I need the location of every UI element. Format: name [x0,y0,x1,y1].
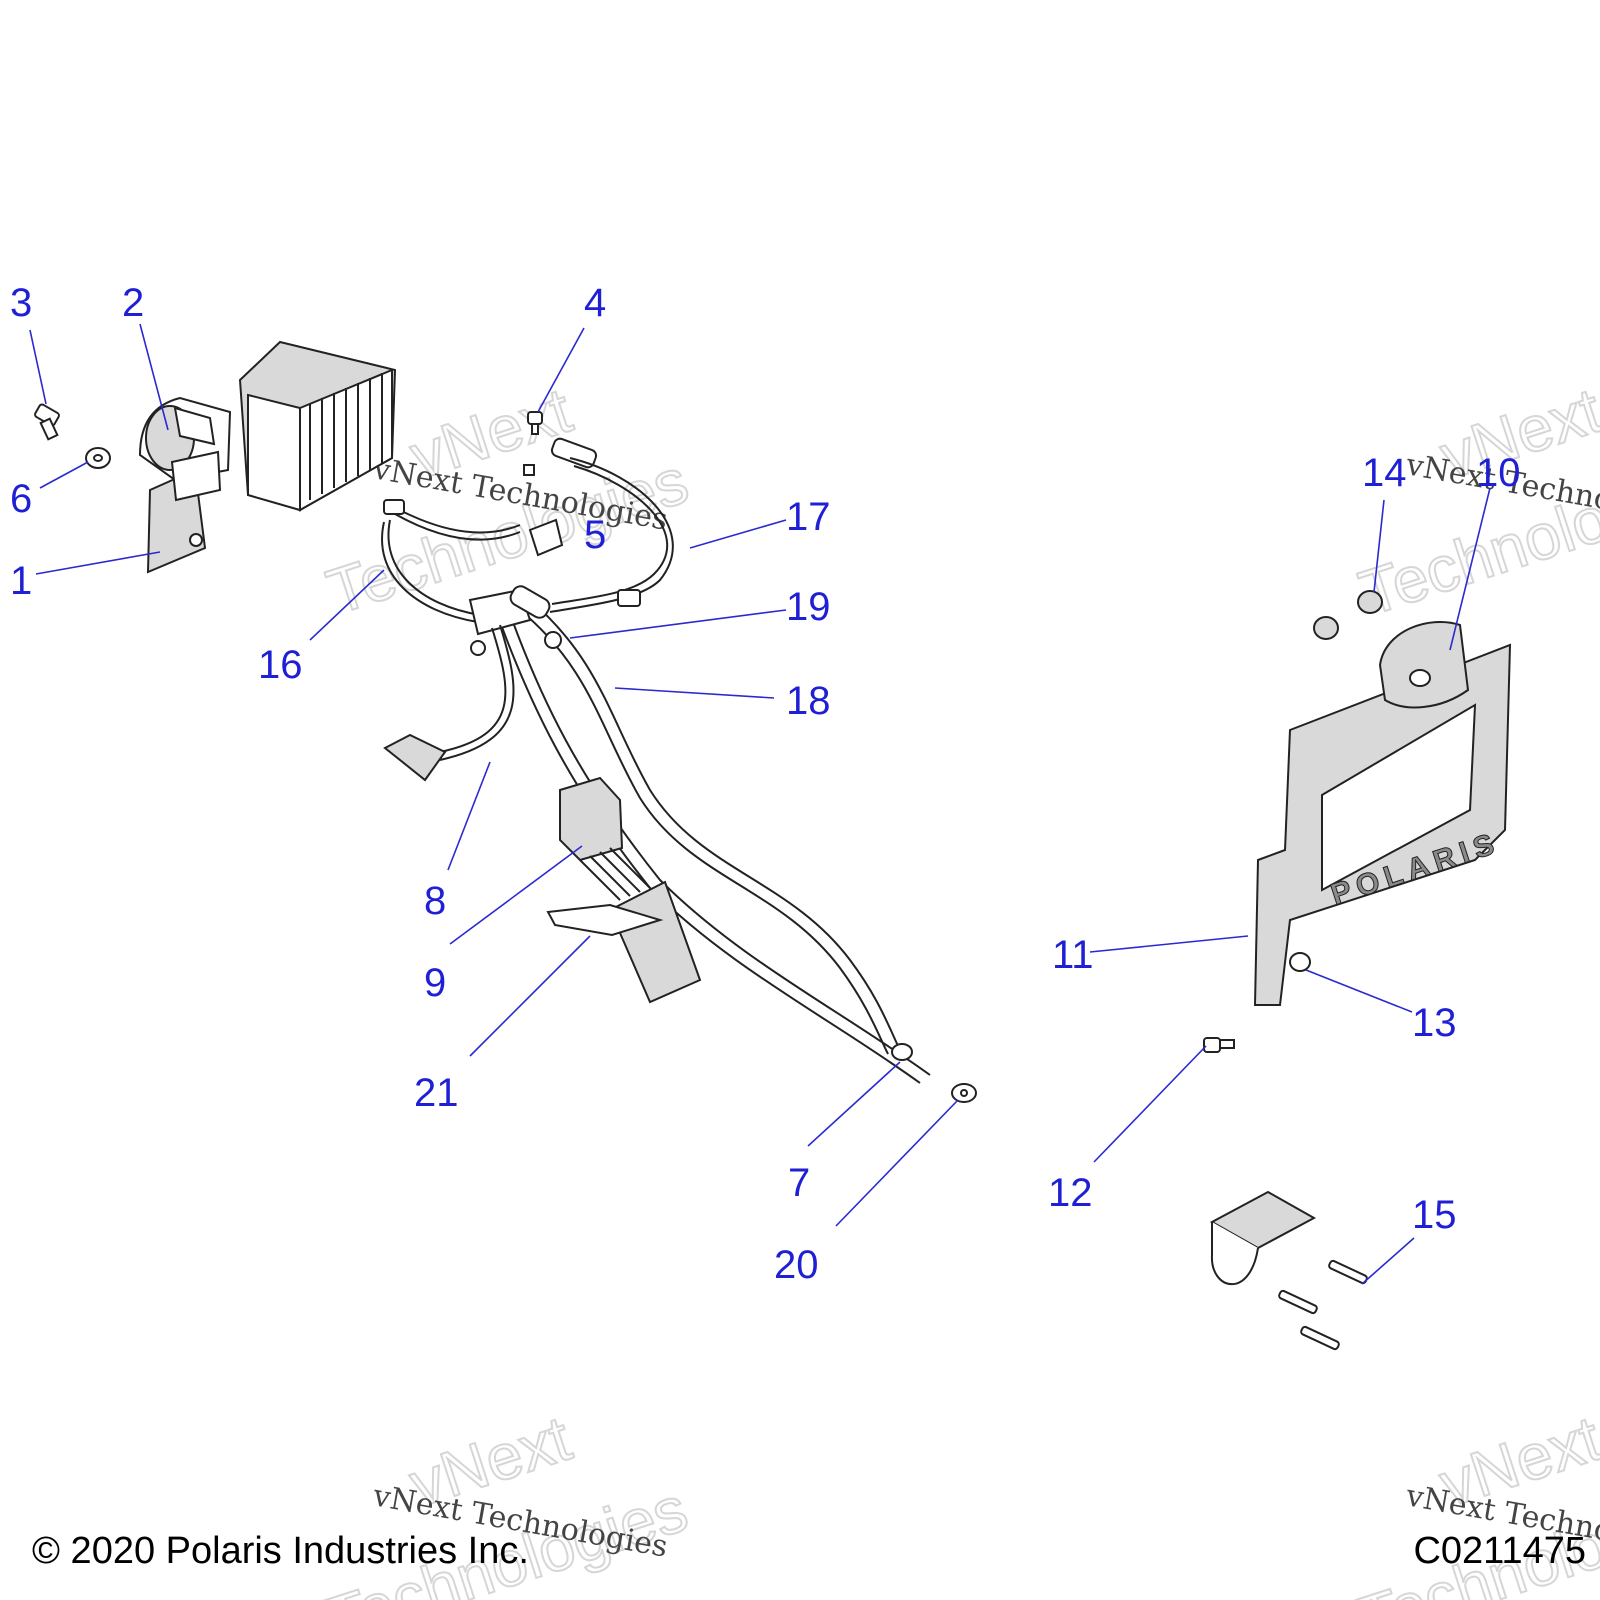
housing-part-21 [546,880,702,1004]
connector-part-9 [559,776,651,901]
watermark-top-right: vNext Technologies vNext Technologies [1350,373,1600,631]
harness-part-18 [468,588,931,1084]
callout-7: 7 [788,1161,810,1205]
nut-part-13 [1289,952,1311,972]
regulator-module [238,340,397,512]
harness-part-17 [549,457,674,613]
terminal-part-20 [951,1083,977,1103]
callout-17: 17 [786,495,831,539]
callout-21: 21 [414,1071,459,1115]
callout-20: 20 [774,1243,819,1287]
washer-part-6 [85,447,111,469]
callout-12: 12 [1048,1171,1093,1215]
bolt-part-3 [34,403,60,441]
plate-bracket-part-11: POLARIS [1253,643,1512,1006]
callout-11: 11 [1052,933,1094,977]
diagram-id-text: C0211475 [1413,1530,1586,1572]
callout-8: 8 [424,879,446,923]
callout-14: 14 [1362,451,1407,495]
copyright-text: © 2020 Polaris Industries Inc. [32,1530,529,1572]
callout-5: 5 [584,513,606,557]
sensor-part-5 [523,437,598,557]
callout-13: 13 [1412,1001,1457,1045]
sensor-lead-part-8 [383,624,515,782]
callout-6: 6 [10,477,32,521]
callout-2: 2 [122,281,144,325]
callout-1: 1 [10,559,32,603]
callout-15: 15 [1412,1193,1457,1237]
callout-4: 4 [584,281,606,325]
callout-18: 18 [786,679,831,723]
clip-part-19 [509,585,562,649]
screws-part-15 [1278,1259,1368,1351]
bracket-part-15 [1209,1190,1317,1286]
bolt-part-12 [1203,1037,1235,1053]
callout-labels: 3 2 6 1 4 5 16 17 19 18 8 9 21 7 20 11 1… [10,281,1521,1287]
callout-10: 10 [1476,451,1521,495]
leader-lines [29,323,1491,1285]
screw-part-4 [527,411,543,435]
grommet-part-14 [1313,590,1383,640]
plate-light-part-10 [1378,620,1470,709]
callout-16: 16 [258,643,303,687]
horn-bracket-part-1 [146,450,222,574]
terminal-part-7 [891,1043,913,1061]
harness-part-16 [381,499,521,623]
callout-3: 3 [10,281,32,325]
callout-9: 9 [424,961,446,1005]
callout-19: 19 [786,585,831,629]
